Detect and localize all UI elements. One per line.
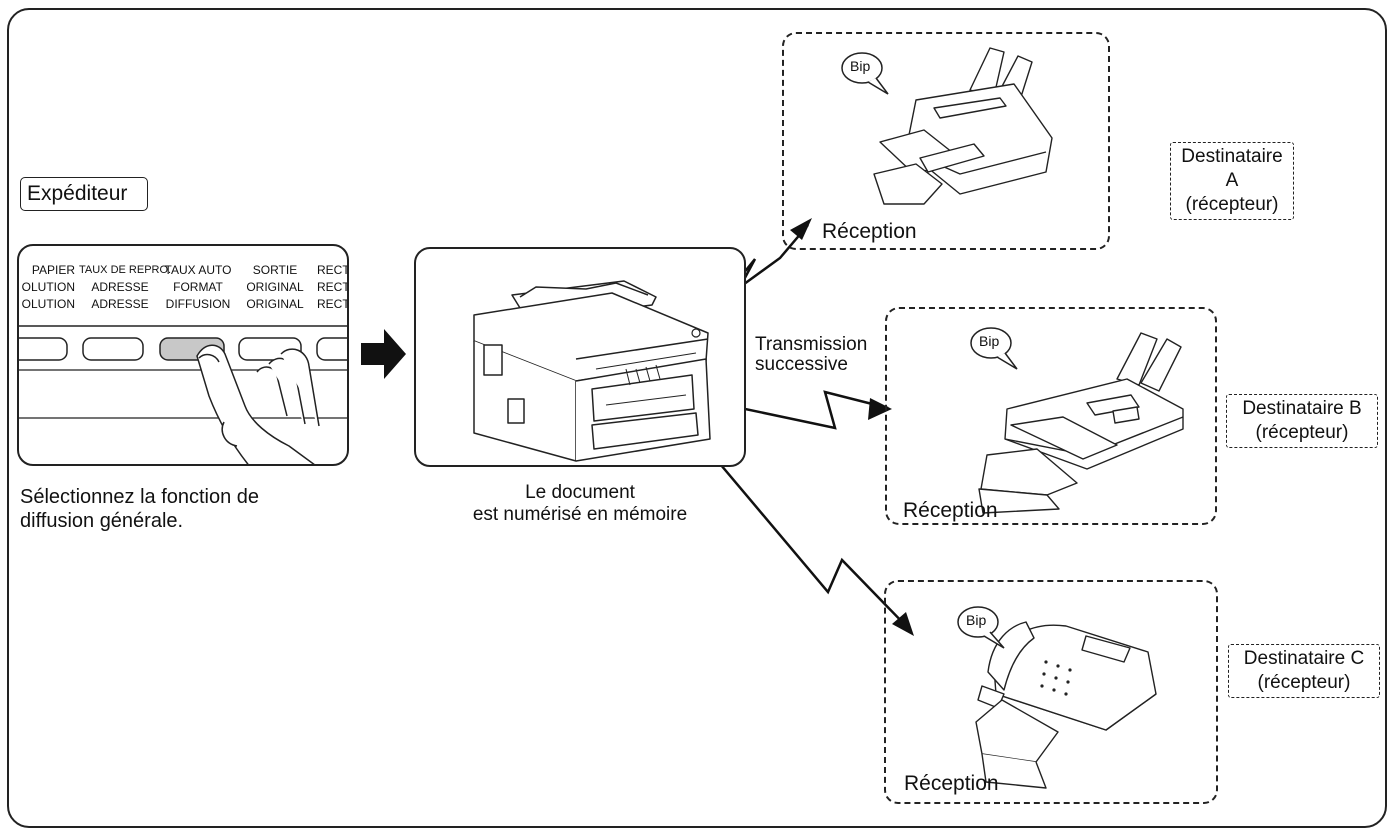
receiver-C-beep: Bip bbox=[966, 612, 987, 628]
zigzag-arrow-to-B bbox=[711, 390, 889, 430]
panel-column-4-line-3: ORIGINAL bbox=[246, 297, 304, 311]
receiver-B-name: Destinataire B bbox=[1242, 398, 1362, 419]
receiver-C-label: Destinataire C (récepteur) bbox=[1228, 644, 1380, 698]
panel-column-3-line-2: FORMAT bbox=[173, 280, 223, 294]
fax-phone-C-icon bbox=[957, 606, 1157, 789]
panel-column-4-line-2: ORIGINAL bbox=[246, 280, 304, 294]
panel-column-2-line-3: ADRESSE bbox=[91, 297, 149, 311]
receiver-A-reception: Réception bbox=[822, 220, 917, 243]
panel-column-1-line-3: OLUTION bbox=[21, 297, 75, 311]
panel-column-1-line-1: PAPIER bbox=[31, 263, 75, 277]
receiver-A-name: Destinataire A bbox=[1181, 146, 1283, 191]
panel-column-1-line-2: OLUTION bbox=[21, 280, 75, 294]
receiver-B-beep: Bip bbox=[979, 333, 1000, 349]
panel-column-3-line-1: TAUX AUTO bbox=[164, 263, 232, 277]
sender-caption-line-2: diffusion générale. bbox=[20, 510, 184, 532]
panel-drawing bbox=[19, 325, 349, 464]
control-panel: PAPIER OLUTION OLUTION TAUX DE REPRO. AD… bbox=[17, 244, 349, 466]
pointing-hand-icon bbox=[196, 344, 320, 464]
zigzag-arrow-to-C bbox=[709, 451, 911, 631]
receiver-A-beep: Bip bbox=[850, 58, 871, 74]
panel-column-5-line-2: RECTO bbox=[317, 280, 349, 294]
copier-machine-icon bbox=[473, 280, 711, 462]
receiver-C-box: Bip Réception bbox=[884, 580, 1218, 804]
sender-label-box: Expéditeur bbox=[20, 177, 148, 211]
transmission-line-1: Transmission bbox=[755, 334, 868, 355]
copier-machine-box bbox=[414, 247, 746, 467]
sender-title: Expéditeur bbox=[27, 182, 128, 205]
panel-column-5: RECTO RECTO RECTO bbox=[317, 262, 349, 313]
receiver-C-name: Destinataire C bbox=[1243, 648, 1365, 669]
panel-column-5-line-3: RECTO bbox=[317, 297, 349, 311]
receiver-B-label: Destinataire B (récepteur) bbox=[1226, 394, 1378, 448]
panel-column-1: PAPIER OLUTION OLUTION bbox=[19, 262, 75, 313]
big-arrow-icon bbox=[361, 329, 406, 379]
receiver-A-box: Bip Réception bbox=[782, 32, 1110, 250]
arrowhead-C-icon bbox=[892, 612, 914, 636]
panel-column-4: SORTIE ORIGINAL ORIGINAL bbox=[236, 262, 314, 313]
sender-caption: Sélectionnez la fonction de diffusion gé… bbox=[20, 485, 259, 533]
fax-machine-A-icon bbox=[841, 47, 1053, 205]
fax-machine-B-icon bbox=[970, 327, 1184, 514]
panel-button-2[interactable] bbox=[82, 337, 144, 361]
receiver-B-box: Bip Réception bbox=[885, 307, 1217, 525]
panel-button-5[interactable] bbox=[316, 337, 349, 361]
machine-caption-line-1: Le document bbox=[525, 482, 635, 503]
receiver-B-role: (récepteur) bbox=[1255, 422, 1349, 443]
panel-column-4-line-1: SORTIE bbox=[252, 263, 298, 277]
receiver-A-role: (récepteur) bbox=[1185, 194, 1279, 215]
receiver-C-reception: Réception bbox=[904, 772, 999, 795]
machine-caption: Le document est numérisé en mémoire bbox=[430, 482, 730, 526]
sender-caption-line-1: Sélectionnez la fonction de bbox=[20, 486, 260, 508]
transmission-label: Transmission successive bbox=[755, 335, 867, 375]
panel-column-2-line-2: ADRESSE bbox=[91, 280, 149, 294]
receiver-A-label: Destinataire A (récepteur) bbox=[1170, 142, 1294, 220]
panel-column-2: TAUX DE REPRO. ADRESSE ADRESSE bbox=[79, 262, 172, 313]
arrowhead-B-icon bbox=[868, 398, 892, 420]
transmission-line-2: successive bbox=[755, 354, 848, 375]
machine-caption-line-2: est numérisé en mémoire bbox=[472, 504, 688, 525]
receiver-C-role: (récepteur) bbox=[1257, 672, 1351, 693]
panel-column-2-line-1: TAUX DE REPRO. bbox=[79, 264, 172, 276]
panel-column-5-line-1: RECTO bbox=[317, 263, 349, 277]
receiver-B-reception: Réception bbox=[903, 499, 998, 522]
panel-column-3-line-3: DIFFUSION bbox=[165, 297, 231, 311]
panel-button-1[interactable] bbox=[19, 337, 68, 361]
panel-column-3: TAUX AUTO FORMAT DIFFUSION bbox=[160, 262, 236, 313]
diagram-frame bbox=[7, 8, 1387, 828]
arrowhead-A-icon bbox=[790, 218, 812, 240]
